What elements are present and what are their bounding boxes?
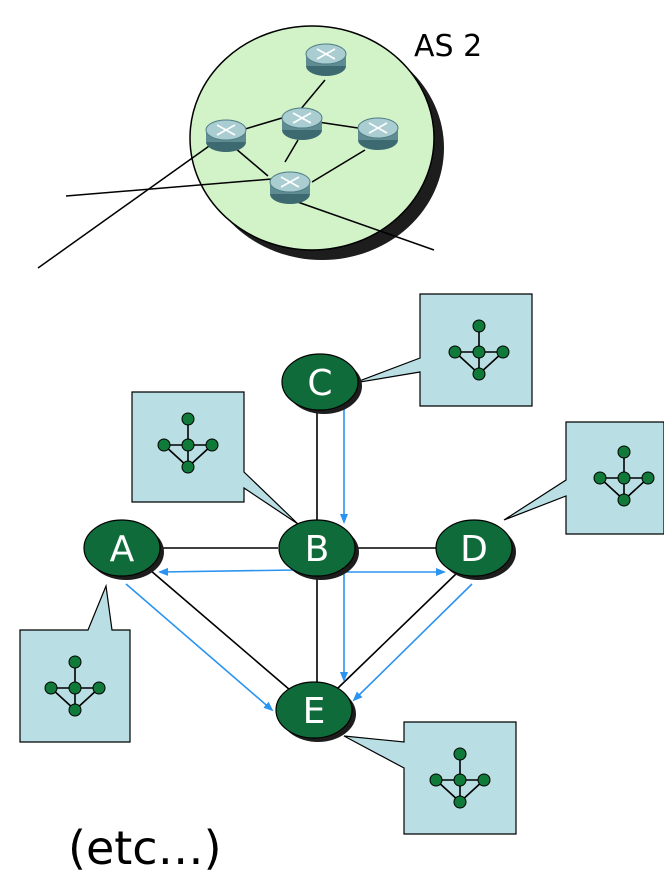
arrow-b-a bbox=[158, 567, 297, 576]
node-a: A bbox=[83, 519, 164, 580]
router-icon bbox=[357, 117, 399, 151]
node-label: E bbox=[303, 691, 326, 732]
as2-external-links bbox=[37, 133, 435, 269]
callout-e bbox=[343, 721, 517, 835]
as2-region: AS 2 bbox=[37, 25, 482, 269]
callout-d bbox=[503, 421, 664, 535]
callout-c bbox=[353, 293, 533, 407]
node-label: D bbox=[460, 529, 488, 570]
router-icon bbox=[305, 43, 347, 77]
flood-arrows bbox=[125, 404, 473, 712]
graph-edges bbox=[149, 406, 459, 691]
node-e: E bbox=[275, 681, 356, 742]
as2-label: AS 2 bbox=[414, 29, 482, 64]
node-label: A bbox=[110, 529, 135, 570]
node-c: C bbox=[281, 353, 362, 414]
node-b: B bbox=[278, 519, 359, 580]
arrow-a-e bbox=[125, 583, 274, 712]
router-icon bbox=[205, 119, 247, 153]
node-d: D bbox=[435, 519, 516, 580]
callout-a bbox=[19, 583, 131, 743]
node-label: B bbox=[305, 529, 330, 570]
etc-caption: (etc…) bbox=[68, 821, 222, 875]
arrow-d-e bbox=[352, 583, 473, 702]
graph: C B A D E bbox=[19, 293, 664, 835]
router-icon bbox=[281, 107, 323, 141]
edge-d-e bbox=[337, 571, 459, 689]
node-label: C bbox=[307, 363, 332, 404]
edge-a-e bbox=[149, 569, 291, 691]
router-icon bbox=[269, 171, 311, 205]
as2-internal-links bbox=[234, 79, 366, 183]
callout-b bbox=[131, 391, 299, 525]
